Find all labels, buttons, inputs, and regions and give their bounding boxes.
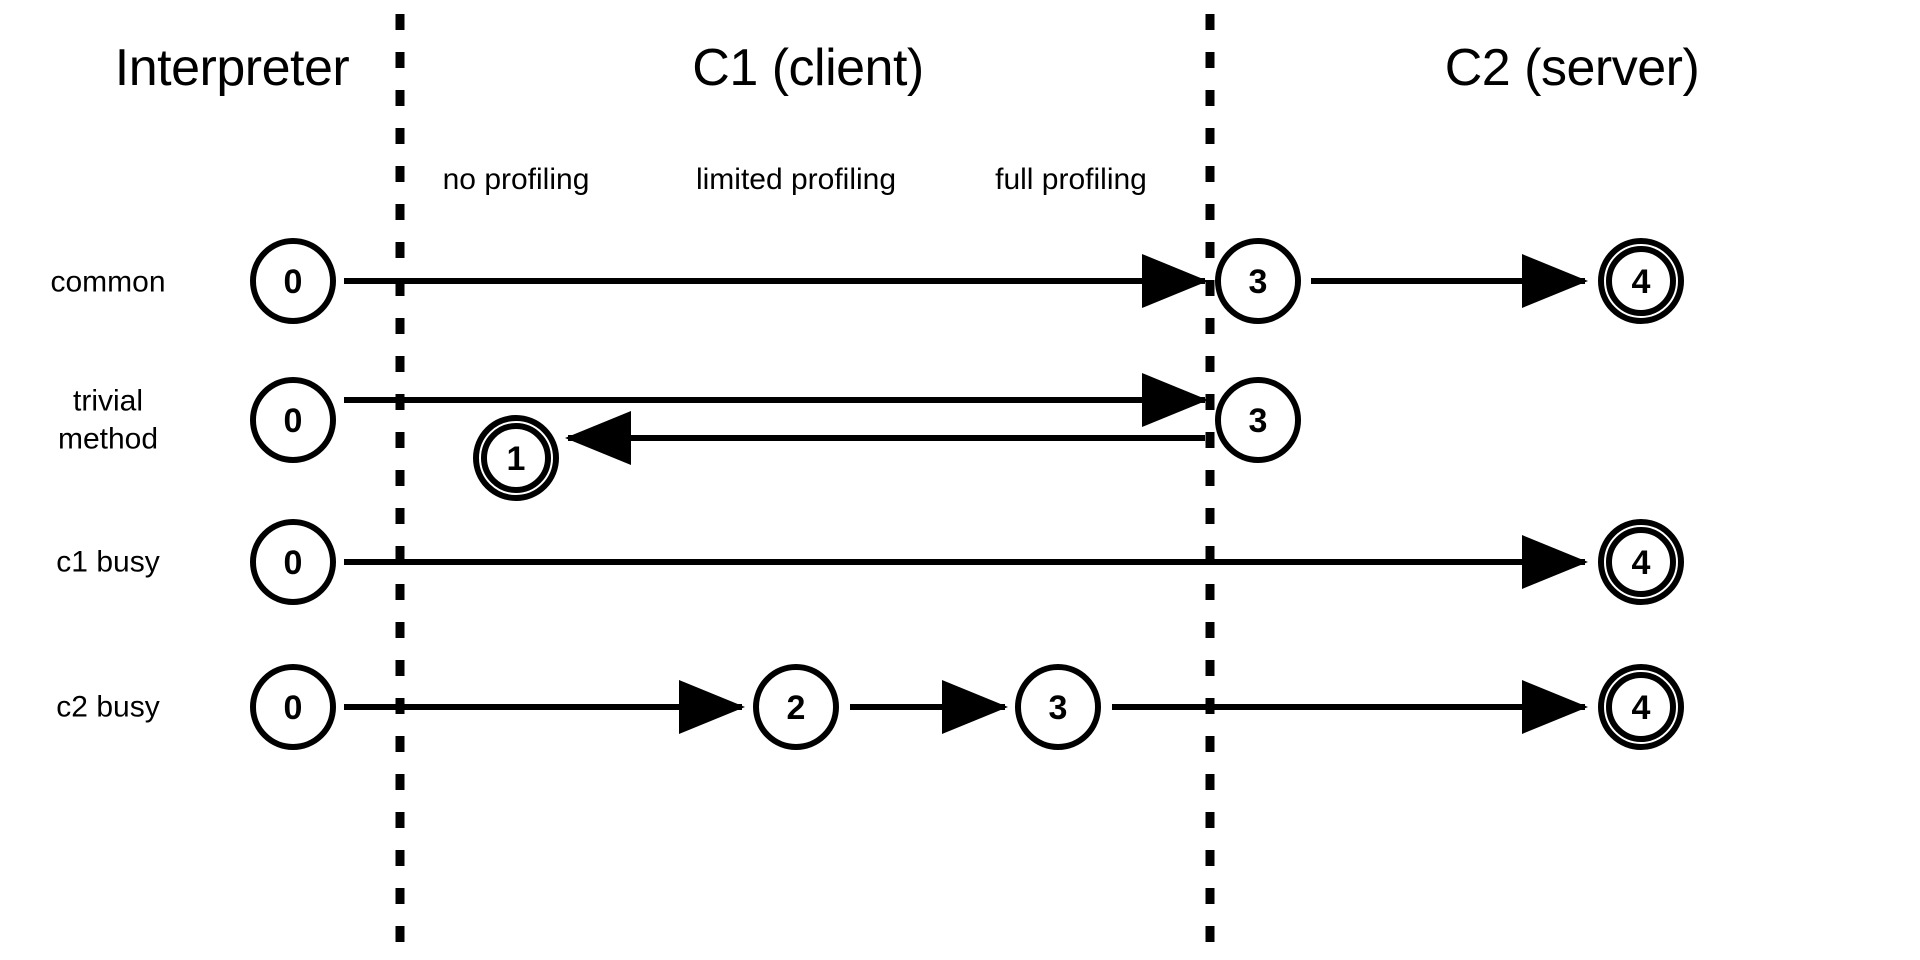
state-node-label: 3	[1249, 263, 1268, 301]
state-node-label: 2	[787, 689, 806, 727]
state-node-label: 1	[507, 440, 526, 478]
state-node-4: 4	[1598, 664, 1684, 750]
state-node-0: 0	[250, 519, 336, 605]
state-node-label: 0	[284, 689, 303, 727]
state-node-outer-circle	[250, 377, 336, 463]
sublabel-limited-profiling: limited profiling	[695, 163, 897, 196]
row-label-c1-busy: c1 busy	[56, 543, 159, 581]
state-node-2: 2	[753, 664, 839, 750]
state-node-label: 4	[1632, 263, 1651, 301]
column-dividers	[395, 14, 1215, 960]
state-node-3: 3	[1215, 238, 1301, 324]
state-node-label: 4	[1632, 689, 1651, 727]
state-node-outer-circle	[753, 664, 839, 750]
row-label-c2-busy: c2 busy	[56, 688, 159, 726]
sublabel-no-profiling: no profiling	[442, 163, 590, 196]
row-label-line: method	[57, 422, 159, 455]
state-node-outer-circle	[1598, 238, 1684, 324]
state-node-label: 3	[1049, 689, 1068, 727]
state-node-outer-circle	[1015, 664, 1101, 750]
row-label-line: common	[50, 265, 166, 299]
state-node-4: 4	[1598, 519, 1684, 605]
state-node-inner-circle	[1606, 527, 1676, 597]
column-header-c2: C2 (server)	[1444, 39, 1700, 97]
state-node-label: 3	[1249, 402, 1268, 440]
state-node-inner-circle	[1606, 672, 1676, 742]
state-nodes: 0 3 4 0 3 1 0 4 0 2 3 4	[250, 238, 1684, 750]
transition-edges	[344, 254, 1588, 734]
row-label-common: common	[50, 263, 165, 301]
state-node-outer-circle	[1598, 664, 1684, 750]
row-label-line: c1 busy	[56, 545, 160, 579]
state-node-outer-circle	[1598, 519, 1684, 605]
state-node-0: 0	[250, 664, 336, 750]
state-node-inner-circle	[481, 423, 551, 493]
state-node-outer-circle	[250, 664, 336, 750]
row-label-line: c2 busy	[56, 690, 160, 724]
row-label-trivial-method: trivial method	[58, 383, 158, 458]
state-node-label: 4	[1632, 544, 1651, 582]
state-node-outer-circle	[1215, 238, 1301, 324]
state-node-label: 0	[284, 402, 303, 440]
row-label-line: trivial	[72, 384, 144, 418]
state-node-label: 0	[284, 544, 303, 582]
state-node-3: 3	[1215, 377, 1301, 463]
state-node-3: 3	[1015, 664, 1101, 750]
state-node-outer-circle	[250, 519, 336, 605]
column-header-c1: C1 (client)	[692, 39, 924, 97]
state-node-outer-circle	[473, 415, 559, 501]
state-node-0: 0	[250, 377, 336, 463]
state-node-0: 0	[250, 238, 336, 324]
state-node-outer-circle	[250, 238, 336, 324]
state-node-outer-circle	[1215, 377, 1301, 463]
column-header-interpreter: Interpreter	[114, 39, 350, 97]
state-node-4: 4	[1598, 238, 1684, 324]
sublabel-full-profiling: full profiling	[995, 163, 1147, 196]
state-node-inner-circle	[1606, 246, 1676, 316]
state-node-1: 1	[473, 415, 559, 501]
state-node-label: 0	[284, 263, 303, 301]
